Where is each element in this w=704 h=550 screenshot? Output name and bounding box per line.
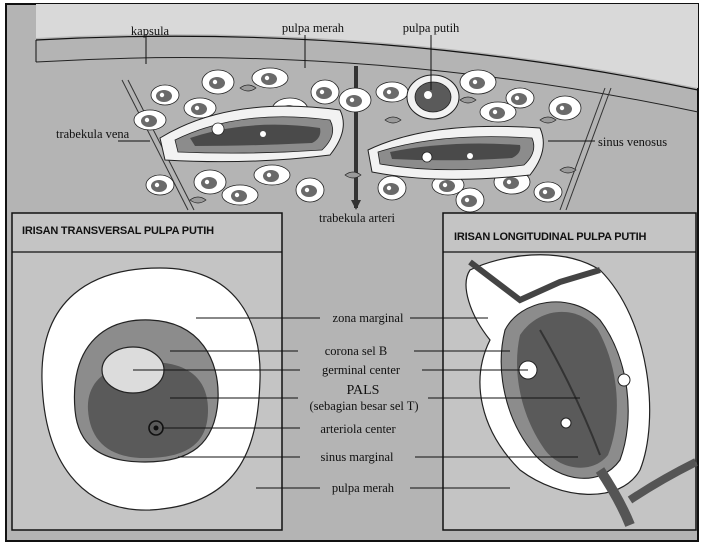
cell-dot xyxy=(493,110,497,114)
label-trabekula-vena: trabekula vena xyxy=(56,128,129,141)
cell-nucleus xyxy=(346,95,362,107)
cell-dot xyxy=(443,183,447,187)
cell-dot xyxy=(507,180,511,184)
cell-nucleus xyxy=(231,190,247,202)
cell-nucleus xyxy=(156,90,172,102)
cell-nucleus xyxy=(316,87,332,99)
cell-dot xyxy=(155,183,159,187)
label-pulpa-putih: pulpa putih xyxy=(403,22,460,35)
white-pulp-nodule-top xyxy=(407,75,459,119)
cell-dot xyxy=(350,98,354,102)
label-pals: PALS xyxy=(347,384,380,398)
cell-nucleus xyxy=(201,177,217,189)
label-corona-sel-b: corona sel B xyxy=(325,345,387,358)
label-pulpa-merah-bottom: pulpa merah xyxy=(332,482,394,495)
label-sinus-venosus: sinus venosus xyxy=(598,136,667,149)
cell-nucleus xyxy=(383,87,399,99)
cell-dot xyxy=(195,106,199,110)
cell-nucleus xyxy=(503,177,519,189)
cell-dot xyxy=(387,90,391,94)
label-trabekula-arteri: trabekula arteri xyxy=(319,212,395,225)
cell-dot xyxy=(320,90,324,94)
title-transversal: IRISAN TRANSVERSAL PULPA PUTIH xyxy=(22,226,214,237)
transverse-section xyxy=(42,268,260,510)
cell-dot xyxy=(235,193,239,197)
cell-nucleus xyxy=(383,183,399,195)
cell-nucleus xyxy=(469,77,485,89)
cell-dot xyxy=(387,186,391,190)
cell-dot xyxy=(543,190,547,194)
cell-nucleus xyxy=(151,180,167,192)
cell-dot xyxy=(305,188,309,192)
cell-nucleus xyxy=(489,107,505,119)
cell-dot xyxy=(267,173,271,177)
label-arteriola-center: arteriola center xyxy=(320,423,395,436)
label-zona-marginal: zona marginal xyxy=(333,312,404,325)
cell-nucleus xyxy=(263,170,279,182)
cell-dot xyxy=(560,106,564,110)
cell-dot xyxy=(465,198,469,202)
label-pals-sub: (sebagian besar sel T) xyxy=(309,400,418,413)
cell-nucleus xyxy=(191,103,207,115)
cell-nucleus xyxy=(141,115,157,127)
cell-nucleus xyxy=(261,73,277,85)
label-sinus-marginal: sinus marginal xyxy=(320,451,393,464)
cell-dot xyxy=(145,118,149,122)
title-longitudinal: IRISAN LONGITUDINAL PULPA PUTIH xyxy=(454,232,646,243)
cell-nucleus xyxy=(539,187,555,199)
cell-dot xyxy=(205,180,209,184)
cell-nucleus xyxy=(556,103,572,115)
cell-dot xyxy=(160,93,164,97)
label-germinal-center: germinal center xyxy=(322,364,400,377)
cell-dot xyxy=(213,80,217,84)
cell-nucleus xyxy=(301,185,317,197)
cell-nucleus xyxy=(439,180,455,192)
cell-dot xyxy=(265,76,269,80)
label-pulpa-merah-top: pulpa merah xyxy=(282,22,344,35)
cell-dot xyxy=(473,80,477,84)
label-kapsula: kapsula xyxy=(131,25,169,38)
cell-dot xyxy=(515,96,519,100)
cell-nucleus xyxy=(511,93,527,105)
cell-nucleus xyxy=(209,77,225,89)
cell-nucleus xyxy=(461,195,477,207)
